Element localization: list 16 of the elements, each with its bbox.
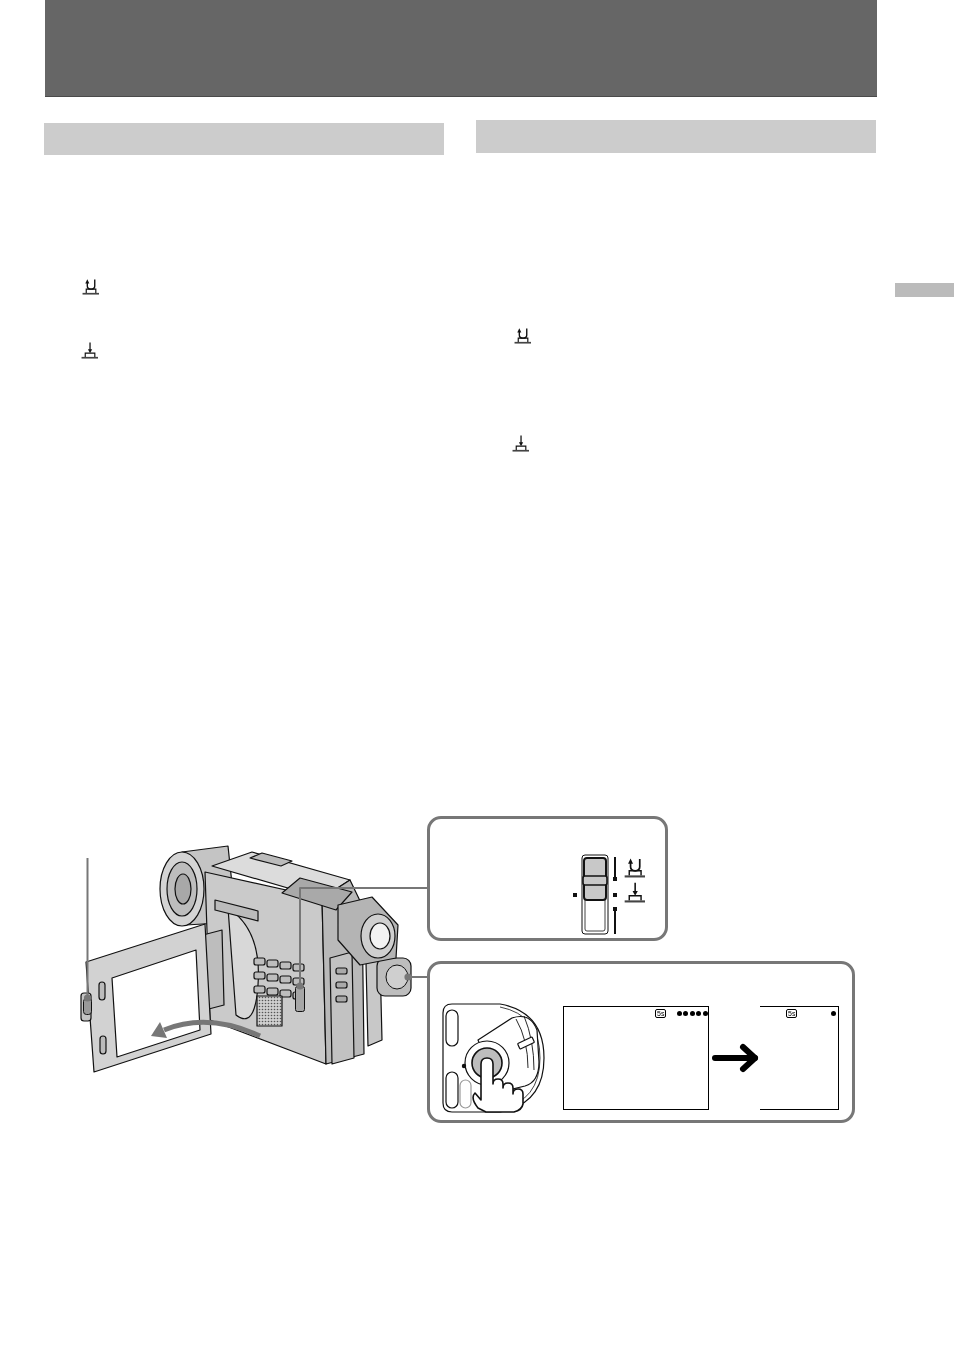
header-bar [45,0,877,97]
leader-line [404,973,428,981]
camcorder [80,843,412,1075]
leader-line [83,857,92,1002]
section-heading-bar [44,123,444,155]
slide-switch [295,986,305,1012]
leader-line [296,887,428,990]
section-heading-bar [476,120,876,153]
display-screen [760,1006,839,1110]
side-tab [895,283,954,297]
dial [385,964,409,990]
display-screen [563,1006,709,1110]
callout-panel [427,961,855,1123]
side-button [83,998,92,1015]
arrow [712,1044,758,1072]
callout-panel [427,816,668,941]
